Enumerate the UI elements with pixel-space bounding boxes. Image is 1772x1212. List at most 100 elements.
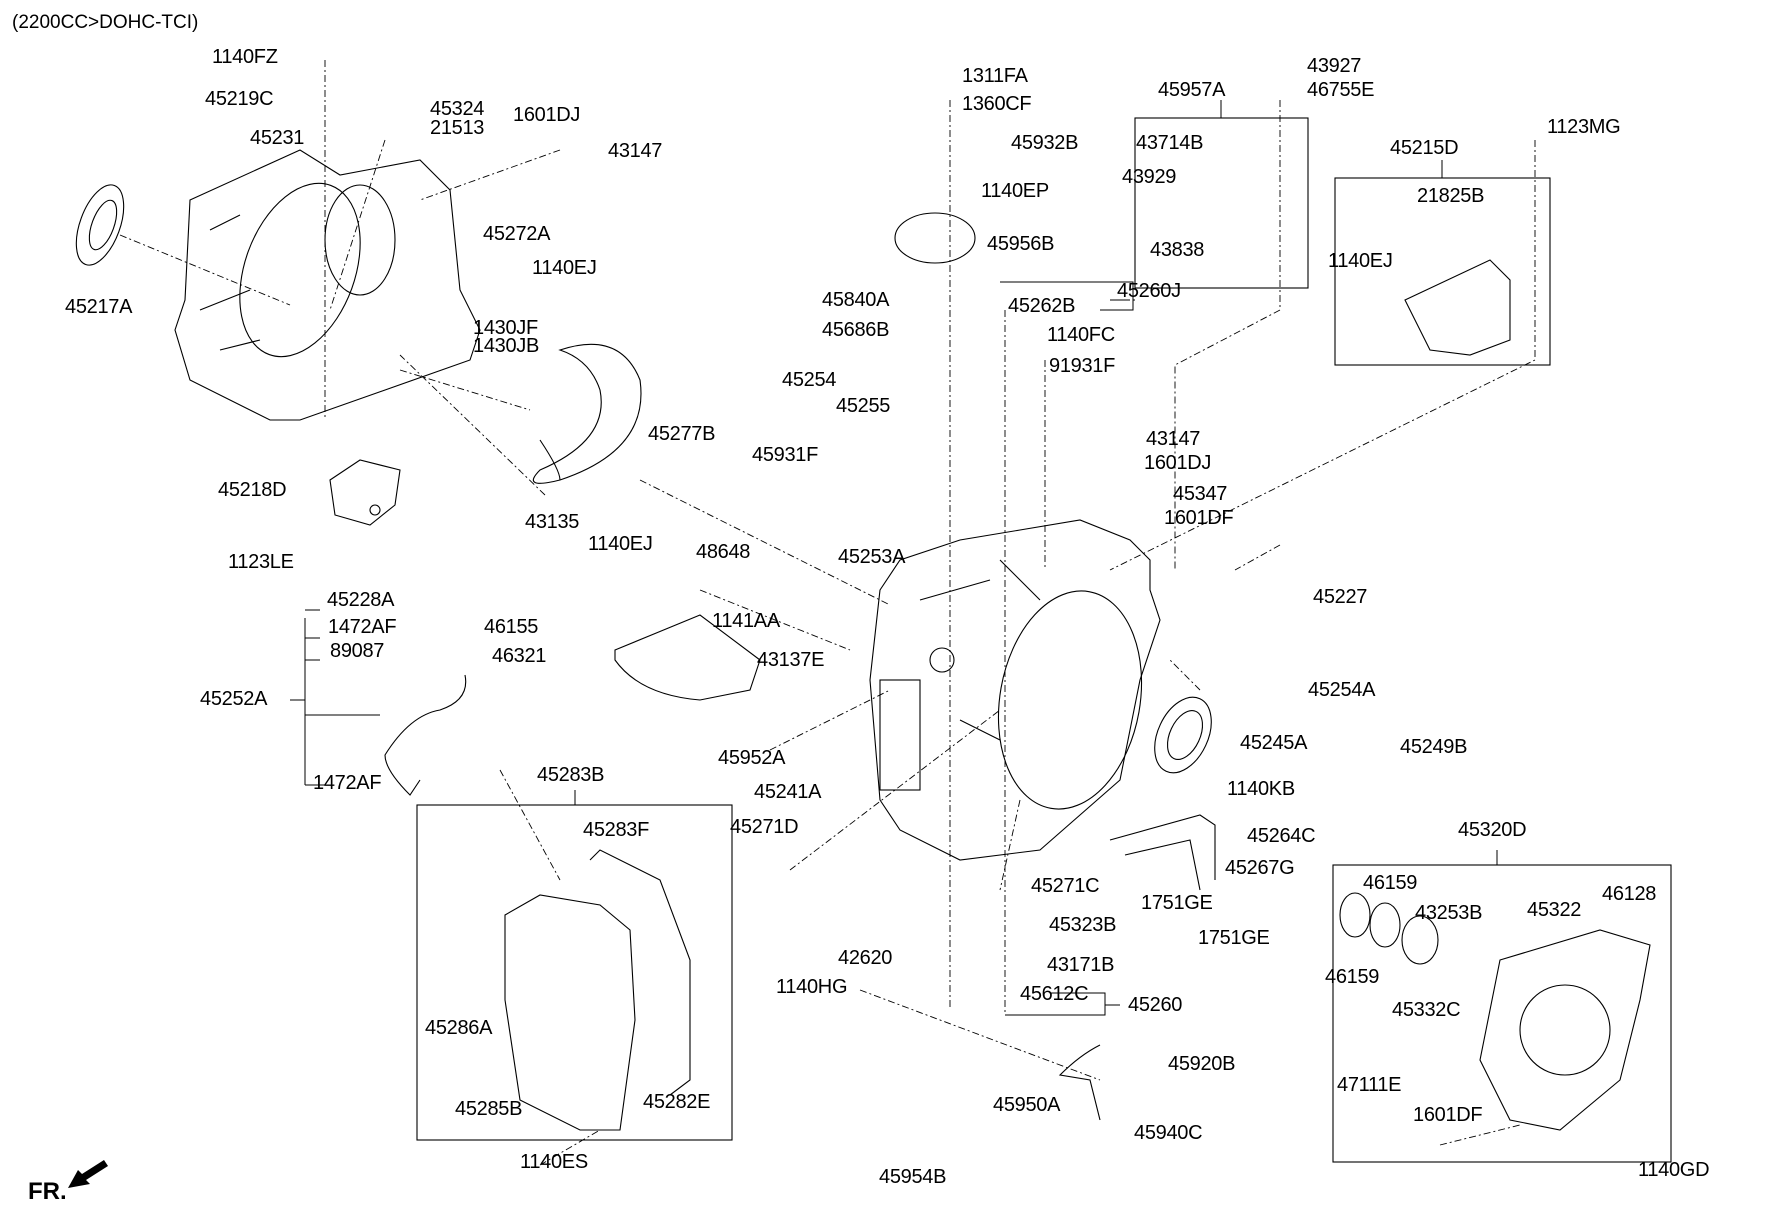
part-label[interactable]: 45218D <box>218 479 287 501</box>
part-label[interactable]: 45219C <box>205 88 274 110</box>
part-label[interactable]: 45271C <box>1031 875 1100 897</box>
rear-cover-45322[interactable] <box>1479 929 1651 1131</box>
part-label[interactable]: 45956B <box>987 233 1055 255</box>
part-label[interactable]: 45920B <box>1168 1053 1236 1075</box>
part-label[interactable]: 45253A <box>838 546 906 568</box>
bracket-45215D[interactable] <box>1404 259 1511 356</box>
valve-body[interactable] <box>504 849 691 1131</box>
part-label[interactable]: 45272A <box>483 223 551 245</box>
part-label[interactable]: 45954B <box>879 1166 947 1188</box>
part-label[interactable]: 1751GE <box>1141 892 1213 914</box>
part-label[interactable]: 1751GE <box>1198 927 1270 949</box>
part-label[interactable]: 1601DF <box>1413 1104 1483 1126</box>
part-label[interactable]: 1140HG <box>776 976 848 998</box>
cooler-pipe-45264C[interactable] <box>1109 814 1216 891</box>
oil-seal-45245A[interactable] <box>1143 688 1222 782</box>
part-label[interactable]: 1140GD <box>1638 1159 1710 1181</box>
part-label[interactable]: 43714B <box>1136 132 1204 154</box>
part-label[interactable]: 1430JB <box>473 335 540 357</box>
part-label[interactable]: 45283F <box>583 819 650 841</box>
part-label[interactable]: 43135 <box>525 511 580 533</box>
part-label[interactable]: 43927 <box>1307 55 1362 77</box>
part-label[interactable]: 45932B <box>1011 132 1079 154</box>
part-label[interactable]: 45215D <box>1390 137 1459 159</box>
transmission-housing-front[interactable] <box>174 149 481 421</box>
part-label[interactable]: 45950A <box>993 1094 1061 1116</box>
part-label[interactable]: 45228A <box>327 589 395 611</box>
bracket-45218D[interactable] <box>329 459 401 526</box>
part-label[interactable]: 47111E <box>1337 1074 1402 1096</box>
o-ring-46159[interactable] <box>1339 892 1371 938</box>
part-label[interactable]: 1601DJ <box>1144 452 1212 474</box>
part-label[interactable]: 1140FZ <box>212 46 278 68</box>
part-label[interactable]: 45227 <box>1313 586 1368 608</box>
transmission-case-45241A[interactable] <box>869 519 1161 861</box>
part-label[interactable]: 46159 <box>1363 872 1418 894</box>
part-label[interactable]: 45277B <box>648 423 716 445</box>
part-label[interactable]: 1123MG <box>1547 116 1621 138</box>
part-label[interactable]: 21513 <box>430 117 485 139</box>
part-label[interactable]: 43147 <box>1146 428 1201 450</box>
part-label[interactable]: 1472AF <box>313 772 382 794</box>
part-label[interactable]: 1472AF <box>328 616 397 638</box>
part-label[interactable]: 45262B <box>1008 295 1076 317</box>
part-label[interactable]: 1601DJ <box>513 104 581 126</box>
part-label[interactable]: 45241A <box>754 781 822 803</box>
part-label[interactable]: 45840A <box>822 289 890 311</box>
part-label[interactable]: 1360CF <box>962 93 1032 115</box>
part-label[interactable]: 21825B <box>1417 185 1485 207</box>
part-label[interactable]: 45283B <box>537 764 605 786</box>
part-label[interactable]: 45254A <box>1308 679 1376 701</box>
part-label[interactable]: 43137E <box>757 649 825 671</box>
part-label[interactable]: 45260J <box>1117 280 1181 302</box>
part-label[interactable]: 46159 <box>1325 966 1380 988</box>
o-ring-46159[interactable] <box>1369 902 1401 948</box>
part-label[interactable]: 45931F <box>752 444 819 466</box>
part-label[interactable]: 46155 <box>484 616 539 638</box>
oil-seal-45217A[interactable] <box>67 179 133 272</box>
part-label[interactable]: 45249B <box>1400 736 1468 758</box>
part-label[interactable]: 43929 <box>1122 166 1177 188</box>
part-label[interactable]: 1140EP <box>981 180 1049 202</box>
hose-45252A[interactable] <box>384 674 467 796</box>
part-label[interactable]: 43171B <box>1047 954 1115 976</box>
part-label[interactable]: 45217A <box>65 296 133 318</box>
part-label[interactable]: 1140EJ <box>588 533 653 555</box>
part-label[interactable]: 1140KB <box>1227 778 1295 800</box>
inhibitor-switch-45956B[interactable] <box>894 212 976 264</box>
filter-46321[interactable] <box>614 614 761 701</box>
part-label[interactable]: 45260 <box>1128 994 1183 1016</box>
part-label[interactable]: 1140EJ <box>532 257 597 279</box>
part-label[interactable]: 1140FC <box>1047 324 1115 346</box>
part-label[interactable]: 45347 <box>1173 483 1228 505</box>
part-label[interactable]: 45286A <box>425 1017 493 1039</box>
part-label[interactable]: 43253B <box>1415 902 1483 924</box>
part-label[interactable]: 45322 <box>1527 899 1582 921</box>
part-label[interactable]: 45285B <box>455 1098 523 1120</box>
part-label[interactable]: 45957A <box>1158 79 1226 101</box>
part-label[interactable]: 45324 <box>430 98 485 120</box>
part-label[interactable]: 45255 <box>836 395 891 417</box>
part-label[interactable]: 45323B <box>1049 914 1117 936</box>
part-label[interactable]: 45612C <box>1020 983 1089 1005</box>
part-label[interactable]: 43147 <box>608 140 663 162</box>
part-label[interactable]: 1140EJ <box>1328 250 1393 272</box>
part-label[interactable]: 1141AA <box>712 610 780 632</box>
part-label[interactable]: 1430JF <box>473 317 538 339</box>
part-label[interactable]: 43838 <box>1150 239 1205 261</box>
part-label[interactable]: 45952A <box>718 747 786 769</box>
part-label[interactable]: 45320D <box>1458 819 1527 841</box>
part-label[interactable]: 46128 <box>1602 883 1657 905</box>
part-label[interactable]: 46755E <box>1307 79 1375 101</box>
part-label[interactable]: 45267G <box>1225 857 1295 879</box>
part-label[interactable]: 1123LE <box>228 551 294 573</box>
part-label[interactable]: 1311FA <box>962 65 1028 87</box>
part-label[interactable]: 42620 <box>838 947 893 969</box>
part-label[interactable]: 45264C <box>1247 825 1316 847</box>
part-label[interactable]: 45686B <box>822 319 890 341</box>
part-label[interactable]: 45245A <box>1240 732 1308 754</box>
part-label[interactable]: 45940C <box>1134 1122 1203 1144</box>
part-label[interactable]: 91931F <box>1049 355 1116 377</box>
part-label[interactable]: 45231 <box>250 127 305 149</box>
part-label[interactable]: 1140ES <box>520 1151 588 1173</box>
